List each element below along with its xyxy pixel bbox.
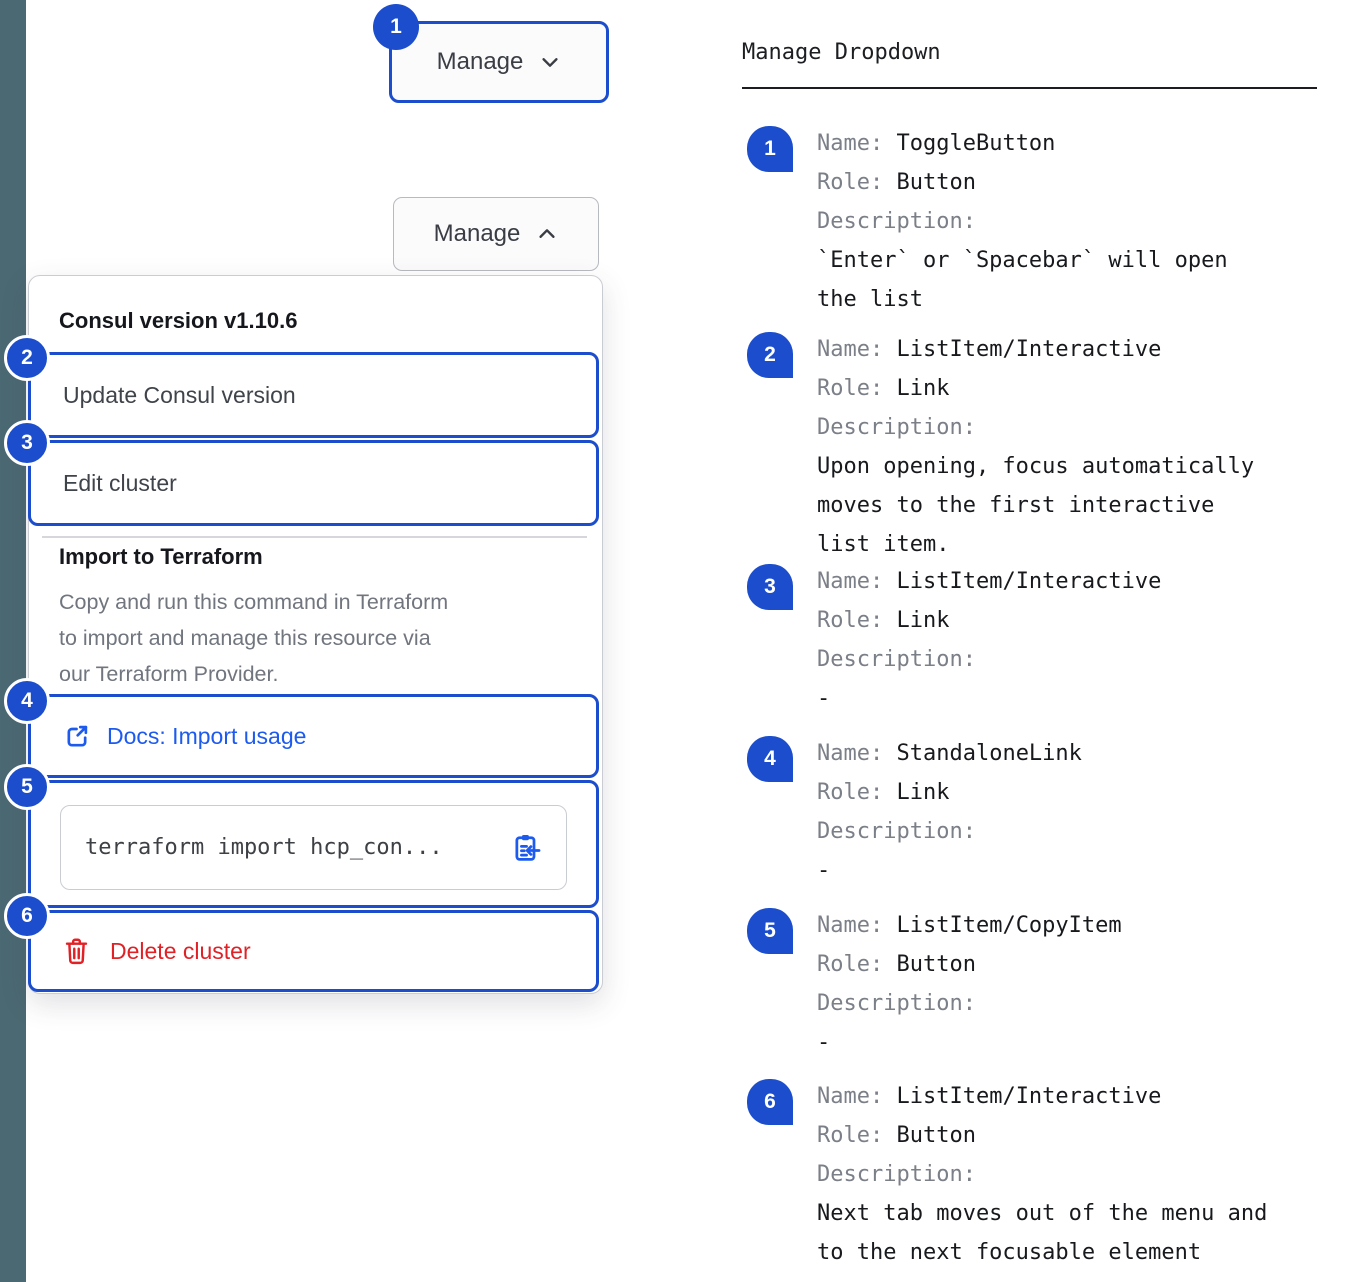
annotation-role-row: Role: Link <box>817 780 950 805</box>
menu-item-edit-cluster[interactable]: Edit cluster <box>28 440 599 526</box>
annotation-name-row: Name: StandaloneLink <box>817 741 1082 766</box>
annotation-description-label: Description: <box>817 415 976 440</box>
annotation-name-row: Name: ToggleButton <box>817 131 1056 156</box>
badge-number: 6 <box>764 1090 776 1113</box>
chevron-up-icon <box>536 223 558 245</box>
annotation-badge-4: 4 <box>4 678 50 724</box>
manage-toggle-button-open[interactable]: Manage <box>393 197 599 271</box>
clipboard-copy-icon[interactable] <box>510 832 542 864</box>
menu-divider <box>42 536 587 538</box>
annotation-description-value: `Enter` or `Spacebar` will open the list <box>817 248 1228 312</box>
annotation-item-badge: 4 <box>747 736 793 782</box>
badge-number: 2 <box>21 346 33 369</box>
annotation-name-row: Name: ListItem/Interactive <box>817 569 1162 594</box>
left-rail <box>0 0 26 1282</box>
annotation-role-row: Role: Link <box>817 376 950 401</box>
menu-item-copy-command <box>28 780 599 908</box>
annotation-role-row: Role: Button <box>817 952 976 977</box>
menu-item-docs-import-usage[interactable]: Docs: Import usage <box>28 694 599 778</box>
consul-version-header: Consul version v1.10.6 <box>59 308 298 333</box>
terraform-command-text: terraform import hcp_con... <box>85 835 443 860</box>
badge-number: 6 <box>21 904 33 927</box>
annotation-role-row: Role: Button <box>817 1123 976 1148</box>
annotation-role-row: Role: Button <box>817 170 976 195</box>
annotation-description-label: Description: <box>817 209 976 234</box>
chevron-down-icon <box>539 51 561 73</box>
annotation-name-row: Name: ListItem/CopyItem <box>817 913 1122 938</box>
annotation-item-badge: 6 <box>747 1079 793 1125</box>
annotation-name-row: Name: ListItem/Interactive <box>817 337 1162 362</box>
annotation-badge-3: 3 <box>4 420 50 466</box>
external-link-icon <box>63 722 91 750</box>
badge-number: 2 <box>764 343 776 366</box>
annotation-description-label: Description: <box>817 819 976 844</box>
annotation-item-badge: 1 <box>747 126 793 172</box>
terraform-command-field[interactable]: terraform import hcp_con... <box>60 805 567 890</box>
annotation-description-label: Description: <box>817 1162 976 1187</box>
annotation-badge-5: 5 <box>4 764 50 810</box>
annotation-item-badge: 5 <box>747 908 793 954</box>
badge-number: 4 <box>21 689 33 712</box>
menu-item-label: Edit cluster <box>63 469 177 496</box>
annotation-panel-rule <box>742 87 1317 89</box>
annotation-badge-2: 2 <box>4 335 50 381</box>
annotation-name-row: Name: ListItem/Interactive <box>817 1084 1162 1109</box>
annotation-item-badge: 3 <box>747 564 793 610</box>
annotation-role-row: Role: Link <box>817 608 950 633</box>
import-terraform-header: Import to Terraform <box>59 544 263 569</box>
annotation-description-label: Description: <box>817 991 976 1016</box>
annotation-badge-1: 1 <box>373 4 419 50</box>
menu-item-label: Update Consul version <box>63 381 296 408</box>
badge-number: 1 <box>390 15 402 38</box>
badge-number: 5 <box>21 775 33 798</box>
annotation-description-value: - <box>817 686 831 711</box>
annotation-badge-6: 6 <box>4 893 50 939</box>
annotation-description-value: Next tab moves out of the menu and to th… <box>817 1201 1268 1265</box>
docs-link-label: Docs: Import usage <box>107 722 307 749</box>
annotation-item-badge: 2 <box>747 332 793 378</box>
menu-item-update-consul-version[interactable]: Update Consul version <box>28 352 599 438</box>
manage-toggle-label: Manage <box>436 48 524 75</box>
badge-number: 5 <box>764 919 776 942</box>
annotation-description-value: - <box>817 858 831 883</box>
annotation-panel-title: Manage Dropdown <box>742 40 941 65</box>
badge-number: 3 <box>21 431 33 454</box>
menu-item-delete-cluster[interactable]: Delete cluster <box>28 910 599 992</box>
manage-toggle-button-closed[interactable]: Manage <box>389 21 609 103</box>
badge-number: 3 <box>764 575 776 598</box>
delete-cluster-label: Delete cluster <box>110 937 251 964</box>
import-terraform-description: Copy and run this command in Terraform t… <box>59 590 449 686</box>
badge-number: 1 <box>764 137 776 160</box>
badge-number: 4 <box>764 747 776 770</box>
annotation-description-value: Upon opening, focus automatically moves … <box>817 454 1255 557</box>
trash-icon <box>63 937 90 966</box>
manage-toggle-label: Manage <box>433 220 521 247</box>
annotation-description-value: - <box>817 1030 831 1055</box>
annotation-description-label: Description: <box>817 647 976 672</box>
